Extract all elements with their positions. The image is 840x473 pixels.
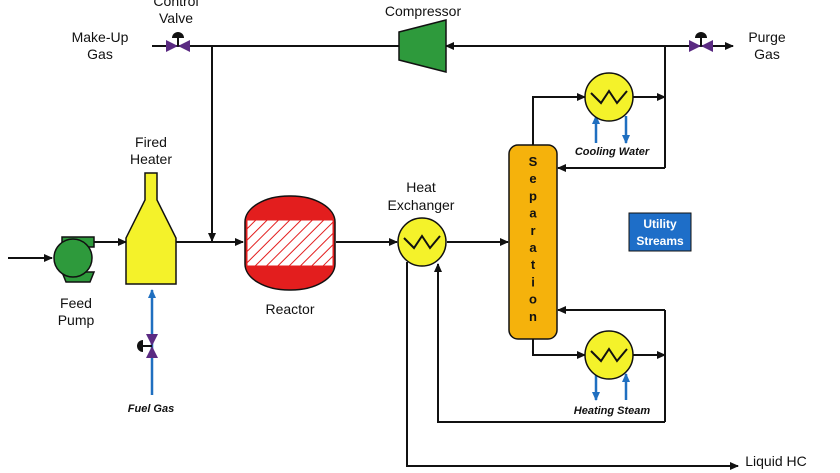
purge-gas-label-2: Gas xyxy=(754,46,780,62)
valve-icon[interactable] xyxy=(166,32,190,52)
separation-letter: S xyxy=(529,154,538,169)
separation-column[interactable] xyxy=(508,144,558,340)
compressor-label: Compressor xyxy=(385,3,462,19)
condenser-exchanger[interactable] xyxy=(584,72,634,122)
separation-letter: e xyxy=(529,171,536,186)
separation-letter: p xyxy=(529,188,537,203)
fuel-gas-label: Fuel Gas xyxy=(128,403,174,415)
separation-letter: r xyxy=(530,223,535,238)
pump-icon[interactable] xyxy=(53,236,96,283)
feed-pump-label-2: Pump xyxy=(58,312,95,328)
makeup-gas-label-1: Make-Up xyxy=(72,29,129,45)
feed-pump-label-1: Feed xyxy=(60,295,92,311)
liquid-hc-label: Liquid HC xyxy=(745,453,806,469)
reactor-label: Reactor xyxy=(265,301,314,317)
liquid-hc-line xyxy=(406,262,739,470)
reactor[interactable] xyxy=(244,195,336,291)
bottoms-to-exchanger-line xyxy=(434,263,665,423)
compressor-icon[interactable] xyxy=(398,19,447,73)
utility-streams-legend: Utility Streams xyxy=(628,212,692,252)
reboiler-exchanger[interactable] xyxy=(584,330,634,380)
heat-exchanger[interactable] xyxy=(397,217,447,267)
valve-icon[interactable] xyxy=(137,334,158,358)
valve-icon[interactable] xyxy=(689,32,713,52)
separation-letter: n xyxy=(529,309,537,324)
fired-heater-label-2: Heater xyxy=(130,151,172,167)
separation-letter: i xyxy=(531,274,535,289)
cooling-water-label: Cooling Water xyxy=(575,146,650,158)
bottoms-line xyxy=(532,338,586,359)
separation-letter: a xyxy=(529,206,537,221)
separation-letter: a xyxy=(529,240,537,255)
makeup-gas-label-2: Gas xyxy=(87,46,113,62)
purge-gas-label-1: Purge xyxy=(748,29,786,45)
heat-exchanger-label-1: Heat xyxy=(406,179,436,195)
heating-steam-label: Heating Steam xyxy=(574,405,651,417)
control-valve-label-2: Valve xyxy=(159,10,193,26)
fired-heater[interactable] xyxy=(125,172,177,285)
heat-exchanger-label-2: Exchanger xyxy=(388,197,455,213)
overhead-line xyxy=(532,93,586,148)
utility-label-1: Utility xyxy=(643,217,677,231)
separation-letter: o xyxy=(529,292,537,307)
control-valve-label-1: Control xyxy=(153,0,198,9)
utility-label-2: Streams xyxy=(636,234,684,248)
separation-letter: t xyxy=(531,257,536,272)
fired-heater-label-1: Fired xyxy=(135,134,167,150)
